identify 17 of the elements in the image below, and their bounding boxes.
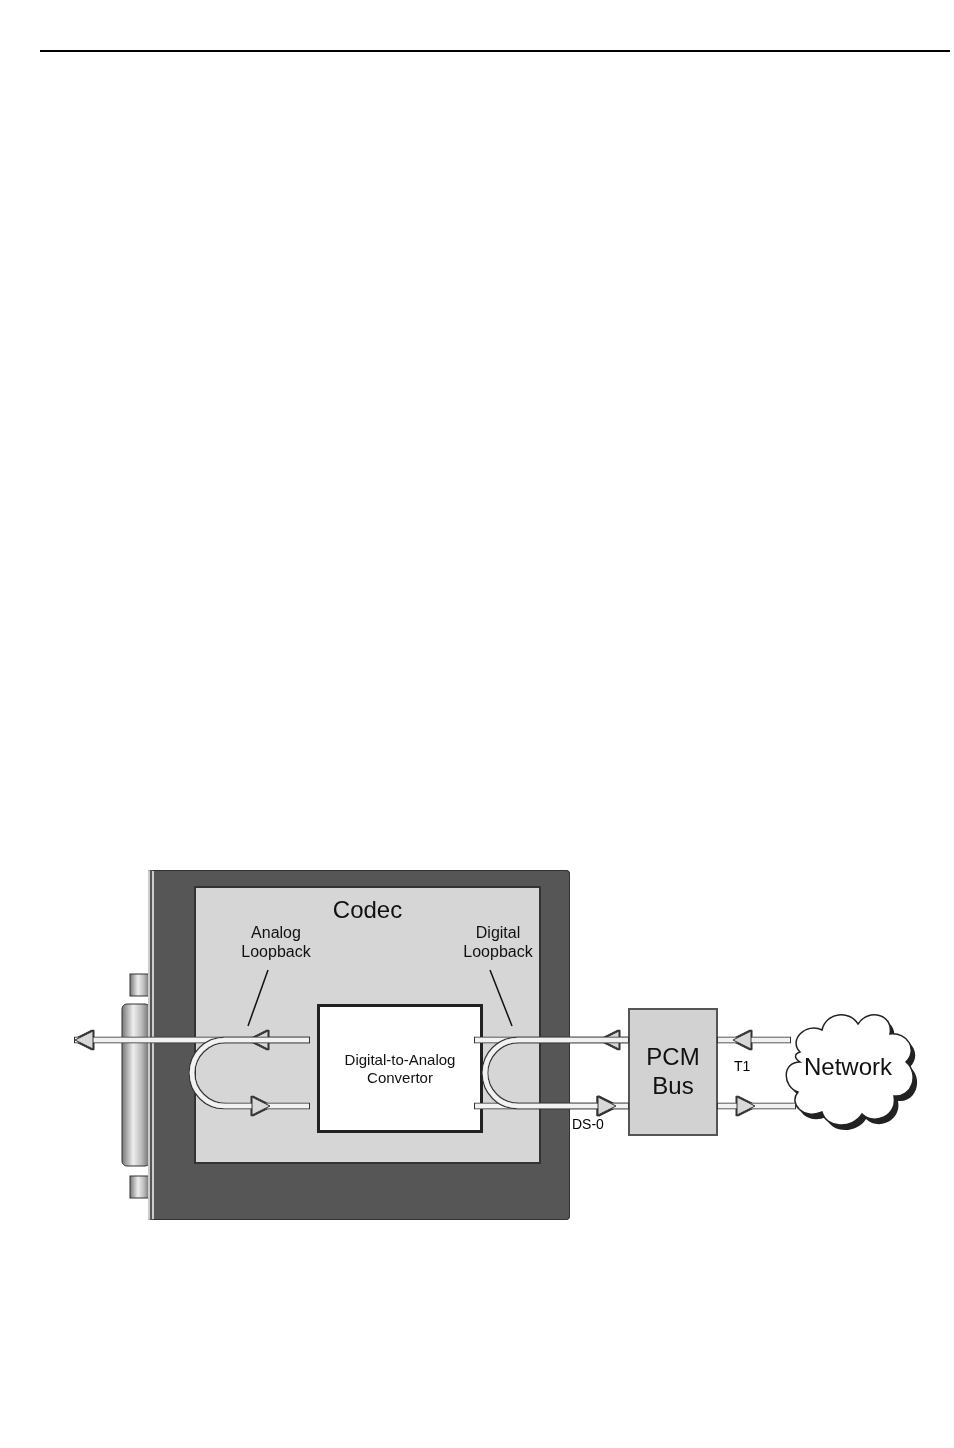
signal-label: T1 (734, 1058, 751, 1075)
box-label: PCM Bus (645, 1043, 701, 1101)
signal-path (718, 1096, 795, 1116)
bus-box (628, 1008, 718, 1136)
callout-label: Digital Loopback (462, 923, 534, 962)
signal-label: DS-0 (572, 1116, 604, 1133)
panel-title: Codec (332, 896, 403, 925)
leader-line (489, 969, 513, 1027)
signal-path (718, 1030, 790, 1050)
callout-label: Analog Loopback (240, 923, 312, 962)
cloud-label: Network (804, 1053, 892, 1082)
box-label: Digital-to-Analog Convertor (343, 1050, 457, 1087)
converter-box (317, 1004, 483, 1133)
codec-panel (194, 886, 541, 1164)
signal-path (189, 1037, 309, 1116)
leader-line (247, 969, 269, 1027)
device-enclosure (148, 870, 570, 1220)
